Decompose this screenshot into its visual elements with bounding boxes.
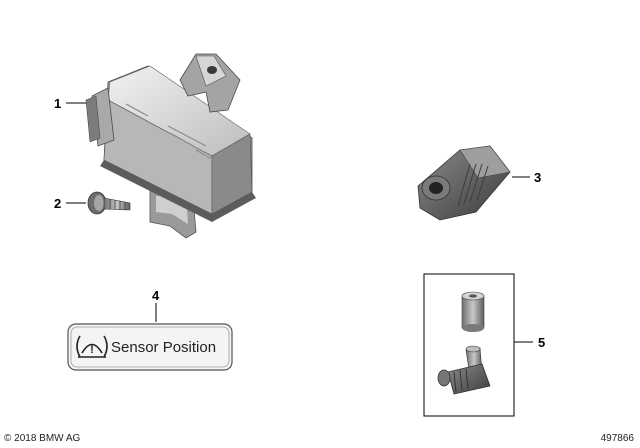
control-unit[interactable]	[85, 53, 256, 239]
bolt	[437, 345, 491, 395]
callout-3: 3	[534, 170, 541, 185]
callout-4: 4	[152, 288, 160, 303]
callout-2: 2	[54, 196, 61, 211]
sensor-position-sticker[interactable]: ! Sensor Position	[67, 323, 233, 371]
callout-5: 5	[538, 335, 545, 350]
tpms-warning-icon: !	[76, 335, 108, 358]
diagram-number: 497866	[600, 433, 634, 444]
sensor-holder[interactable]	[417, 145, 511, 221]
callout-1: 1	[54, 96, 61, 111]
sticker-label: Sensor Position	[111, 339, 216, 356]
leader-lines	[66, 102, 533, 343]
copyright-notice: © 2018 BMW AG	[4, 433, 81, 444]
kit-frame	[423, 273, 515, 417]
mounting-kit[interactable]	[423, 273, 515, 417]
bushing	[461, 291, 485, 332]
screw[interactable]	[87, 191, 131, 215]
warning-glyph: !	[90, 344, 94, 356]
